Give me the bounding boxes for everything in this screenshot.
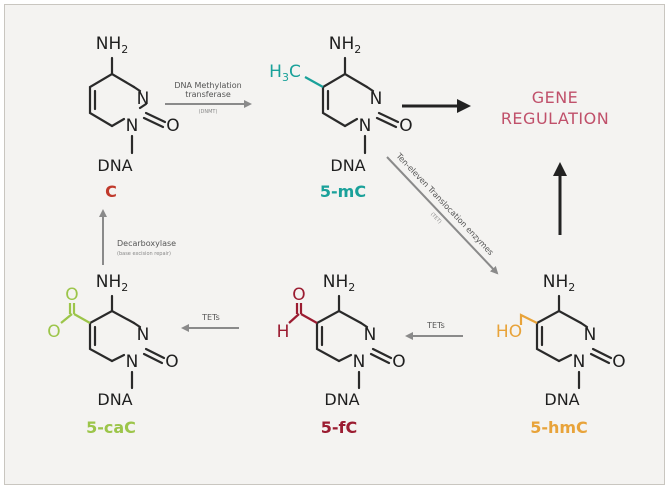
label-5fC: 5-fC xyxy=(321,418,357,437)
enzyme-abbrev: (DNMT) xyxy=(199,109,218,115)
enzyme-label: Decarboxylase xyxy=(117,239,176,248)
carbonyl-oxygen: O xyxy=(165,352,178,372)
dna-label: DNA xyxy=(544,390,579,409)
label-5caC: 5-caC xyxy=(86,418,136,437)
bond xyxy=(132,85,142,93)
carboxyl-oxygen: O xyxy=(47,322,60,342)
carboxyl-bond xyxy=(73,313,91,324)
bond xyxy=(369,352,391,365)
molecule-5mC: NH2 N N O DNA H3C 5-mC xyxy=(269,34,413,201)
bond xyxy=(132,321,142,329)
bond xyxy=(557,353,573,363)
hydroxyl-group: HO xyxy=(496,322,522,342)
enzyme-label: TETs xyxy=(201,313,220,322)
hydroxymethyl-bond xyxy=(519,313,538,325)
carbonyl-oxygen: O xyxy=(612,352,625,372)
ring-nitrogen: N xyxy=(573,352,586,372)
methyl-group: H3C xyxy=(269,62,301,84)
carbonyl-oxygen: O xyxy=(399,116,412,136)
bond xyxy=(589,352,611,365)
nh2-label: NH2 xyxy=(96,34,129,56)
gene-regulation: GENE REGULATION xyxy=(501,88,609,128)
ring-nitrogen: N xyxy=(364,325,377,345)
enzyme-abbrev: (base excision repair) xyxy=(117,251,171,257)
cytosine-modification-diagram: NH2 N N O DNA C NH2 N N O DNA H3C 5-mC xyxy=(47,34,626,437)
bond xyxy=(144,111,167,124)
molecule-5hmC: NH2 N N O DNA HO 5-hmC xyxy=(496,272,626,437)
bond xyxy=(144,347,166,360)
arrow-tet-hmC-to-fC: TETs xyxy=(405,321,463,340)
arrow-dnmt: DNA Methylation transferase (DNMT) xyxy=(165,81,252,115)
bond xyxy=(359,321,369,329)
arrow-decarboxylase: Decarboxylase (base excision repair) xyxy=(99,209,176,265)
bond xyxy=(138,102,148,110)
label-5hmC: 5-hmC xyxy=(530,418,588,437)
bond xyxy=(110,117,126,128)
nh2-label: NH2 xyxy=(323,272,356,294)
bond xyxy=(591,347,613,360)
bond xyxy=(142,116,165,129)
bond xyxy=(142,352,164,365)
bond xyxy=(365,85,375,93)
dna-label: DNA xyxy=(97,390,132,409)
ring-nitrogen: N xyxy=(359,116,372,136)
ring-nitrogen: N xyxy=(126,116,139,136)
bond xyxy=(337,353,353,363)
ring-nitrogen: N xyxy=(370,89,383,109)
ring-bonds xyxy=(88,72,136,128)
bond xyxy=(377,111,400,124)
regulation-line: REGULATION xyxy=(501,109,609,128)
carboxyl-o-bond xyxy=(60,313,73,324)
formyl-bond xyxy=(300,313,318,324)
formyl-oxygen: O xyxy=(292,285,305,305)
nh2-label: NH2 xyxy=(543,272,576,294)
label-C: C xyxy=(105,182,117,201)
enzyme-label: transferase xyxy=(185,90,231,99)
carbonyl-oxygen: O xyxy=(392,352,405,372)
ring-nitrogen: N xyxy=(137,325,150,345)
methyl-bond xyxy=(304,76,324,88)
formyl-hydrogen: H xyxy=(277,322,290,342)
ring-nitrogen: N xyxy=(137,89,150,109)
enzyme-label: TETs xyxy=(426,321,445,330)
carbonyl-oxygen: O xyxy=(166,116,179,136)
arrow-tet-fC-to-caC: TETs xyxy=(181,313,239,332)
nh2-label: NH2 xyxy=(329,34,362,56)
diagram-frame: NH2 N N O DNA C NH2 N N O DNA H3C 5-mC xyxy=(4,4,665,485)
enzyme-label: DNA Methylation xyxy=(174,81,241,90)
enzyme-label: Ten-eleven Translocation enzymes xyxy=(394,151,496,257)
bond xyxy=(375,116,398,129)
bond xyxy=(579,321,589,329)
dna-label: DNA xyxy=(330,156,365,175)
bond xyxy=(110,353,126,363)
dna-label: DNA xyxy=(97,156,132,175)
arrow-line xyxy=(386,156,499,275)
bond xyxy=(371,347,393,360)
molecule-5fC: NH2 N N O DNA O H 5-fC xyxy=(277,272,406,437)
formyl-h-bond xyxy=(288,313,300,324)
molecule-cytosine: NH2 N N O DNA C xyxy=(88,34,180,201)
nh2-label: NH2 xyxy=(96,272,129,294)
ring-nitrogen: N xyxy=(126,352,139,372)
dna-label: DNA xyxy=(324,390,359,409)
bond xyxy=(343,117,359,128)
molecule-5caC: NH2 N N O DNA O O 5-caC xyxy=(47,272,178,437)
carboxyl-oxygen: O xyxy=(65,285,78,305)
ring-nitrogen: N xyxy=(584,325,597,345)
label-5mC: 5-mC xyxy=(320,182,366,201)
gene-line: GENE xyxy=(532,88,579,107)
arrow-tet-long: Ten-eleven Translocation enzymes (TET) xyxy=(386,151,499,275)
ring-nitrogen: N xyxy=(353,352,366,372)
